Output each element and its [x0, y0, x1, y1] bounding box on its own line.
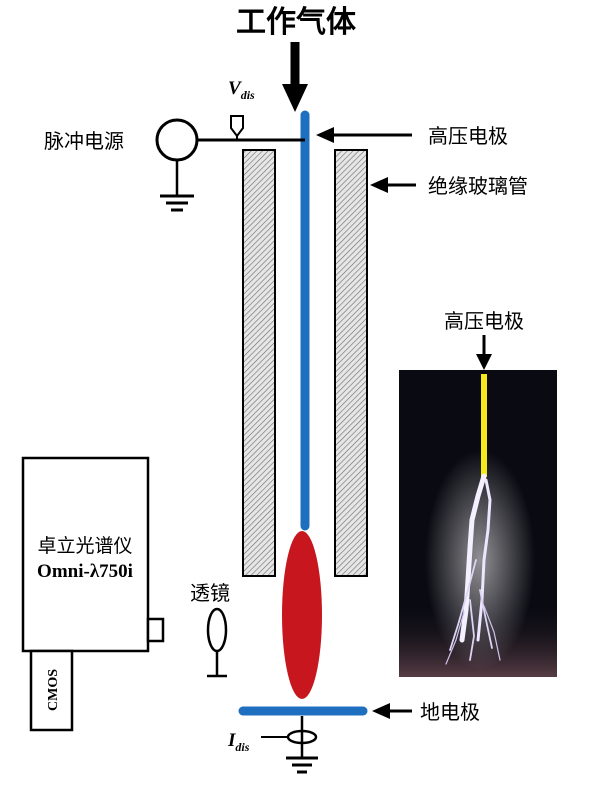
photo-hv-electrode-label: 高压电极 [444, 309, 524, 333]
spectrometer-name: 卓立光谱仪 [37, 535, 132, 557]
current-label: Idis [227, 730, 250, 754]
plasma-region [282, 531, 322, 699]
ground-symbol-icon [286, 756, 318, 774]
cmos-label: CMOS [46, 669, 61, 711]
glass-tube-right-wall [334, 149, 368, 577]
discharge-photo [399, 370, 557, 677]
cmos-camera-box [29, 649, 74, 732]
pulse-source-icon [155, 118, 199, 162]
hv-electrode-label: 高压电极 [428, 124, 508, 148]
glass-tube-left-wall [242, 149, 276, 577]
voltage-label: Vdis [228, 78, 255, 102]
pulse-source-label: 脉冲电源 [44, 129, 124, 153]
spectrometer-port [146, 617, 165, 643]
spectrometer-model: Omni-λ750i [37, 561, 133, 582]
current-probe-icon [261, 716, 318, 758]
ground-electrode-label: 地电极 [420, 700, 480, 724]
glass-tube-label: 绝缘玻璃管 [428, 174, 528, 198]
lens-icon [206, 607, 228, 678]
photo-pointer-icon [476, 335, 492, 370]
pulse-source-ground-icon [160, 160, 194, 212]
diagram-title: 工作气体 [236, 5, 357, 40]
glass-tube-pointer-icon [370, 177, 416, 193]
gas-inlet-arrow-icon [282, 42, 308, 112]
voltage-probe-icon [230, 115, 244, 140]
lens-label: 透镜 [190, 581, 230, 605]
spectrometer-box [21, 456, 150, 653]
ground-electrode-pointer-icon [372, 703, 412, 719]
hv-electrode-pointer-icon [316, 127, 412, 143]
